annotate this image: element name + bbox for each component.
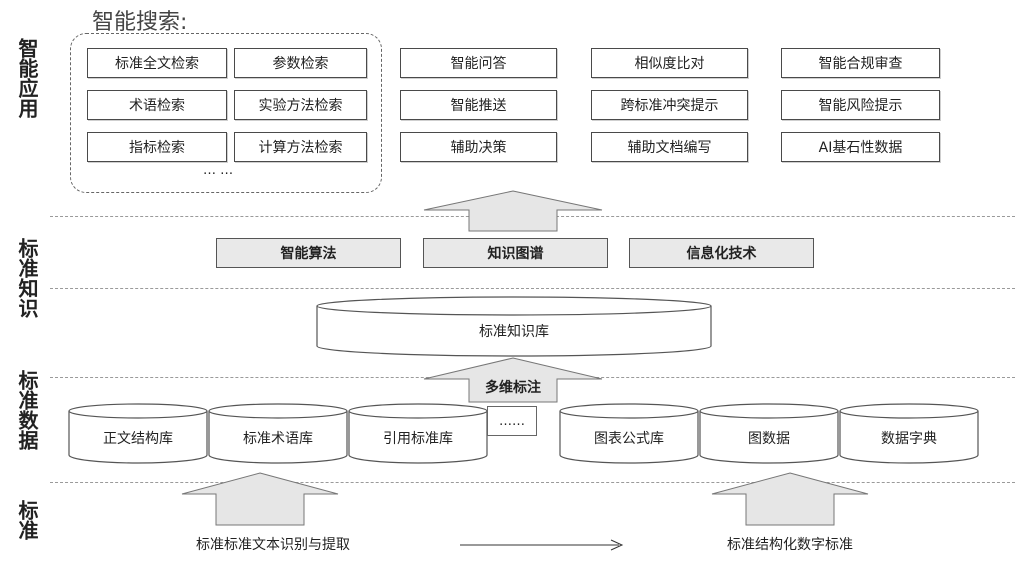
tech-algorithm[interactable]: 智能算法 bbox=[216, 238, 401, 268]
db-cylinder-1 bbox=[68, 403, 208, 464]
db-label-charts: 图表公式库 bbox=[594, 431, 664, 447]
db-cylinder-2 bbox=[208, 403, 348, 464]
separator-2 bbox=[50, 288, 1015, 289]
knowledge-base-cylinder bbox=[316, 296, 712, 357]
app-doc-writing[interactable]: 辅助文档编写 bbox=[591, 132, 748, 162]
side-label-knowledge: 标准知识 bbox=[15, 238, 39, 318]
right-arrow bbox=[460, 539, 624, 551]
app-ai-data[interactable]: AI基石性数据 bbox=[781, 132, 940, 162]
app-compliance[interactable]: 智能合规审查 bbox=[781, 48, 940, 78]
db-label-terms: 标准术语库 bbox=[243, 431, 313, 447]
side-label-data: 标准数据 bbox=[15, 370, 39, 450]
app-risk[interactable]: 智能风险提示 bbox=[781, 90, 940, 120]
search-group-title: 智能搜索: bbox=[92, 10, 188, 35]
search-item-term[interactable]: 术语检索 bbox=[87, 90, 227, 120]
bottom-right-text: 标准结构化数字标准 bbox=[727, 537, 853, 553]
bottom-left-text: 标准标准文本识别与提取 bbox=[196, 537, 350, 553]
bottom-up-arrow-left bbox=[181, 472, 339, 526]
tech-knowledge-graph[interactable]: 知识图谱 bbox=[423, 238, 608, 268]
db-label-graph: 图数据 bbox=[748, 431, 790, 447]
annotation-label: 多维标注 bbox=[485, 380, 541, 396]
search-item-param[interactable]: 参数检索 bbox=[234, 48, 367, 78]
side-label-apps: 智能应用 bbox=[15, 38, 39, 118]
db-cylinder-6 bbox=[839, 403, 979, 464]
db-more-box: …… bbox=[487, 406, 537, 436]
up-arrow-apps bbox=[423, 190, 603, 232]
search-item-method[interactable]: 实验方法检索 bbox=[234, 90, 367, 120]
annotation-arrow bbox=[423, 357, 603, 403]
search-more: … … bbox=[203, 163, 234, 178]
db-cylinder-5 bbox=[699, 403, 839, 464]
search-item-fulltext[interactable]: 标准全文检索 bbox=[87, 48, 227, 78]
knowledge-base-label: 标准知识库 bbox=[479, 324, 549, 340]
tech-it[interactable]: 信息化技术 bbox=[629, 238, 814, 268]
bottom-up-arrow-right bbox=[711, 472, 869, 526]
app-similarity[interactable]: 相似度比对 bbox=[591, 48, 748, 78]
search-item-calc[interactable]: 计算方法检索 bbox=[234, 132, 367, 162]
db-label-dictionary: 数据字典 bbox=[881, 431, 937, 447]
search-item-index[interactable]: 指标检索 bbox=[87, 132, 227, 162]
app-decision[interactable]: 辅助决策 bbox=[400, 132, 557, 162]
db-label-refs: 引用标准库 bbox=[383, 431, 453, 447]
app-push[interactable]: 智能推送 bbox=[400, 90, 557, 120]
db-label-body: 正文结构库 bbox=[103, 431, 173, 447]
side-label-standard: 标准 bbox=[15, 500, 39, 540]
search-group bbox=[70, 33, 382, 193]
app-conflict[interactable]: 跨标准冲突提示 bbox=[591, 90, 748, 120]
db-cylinder-4 bbox=[559, 403, 699, 464]
separator-4 bbox=[50, 482, 1015, 483]
app-qa[interactable]: 智能问答 bbox=[400, 48, 557, 78]
